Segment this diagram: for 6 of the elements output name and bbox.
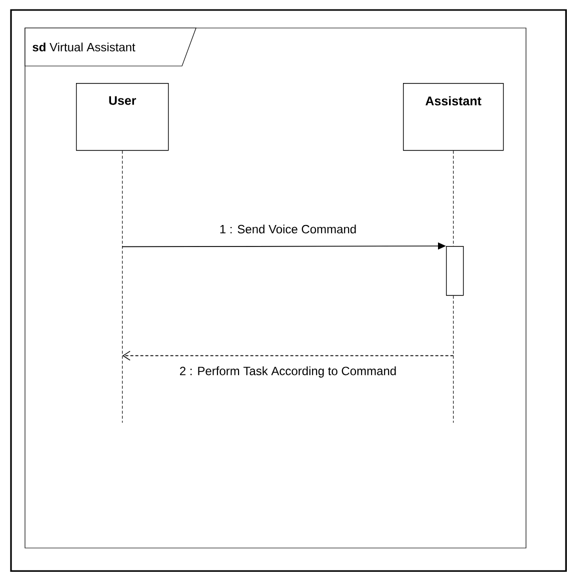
activation-bar [446, 246, 464, 296]
message-label: 1 : Send Voice Command [218, 224, 358, 234]
message-arrow [122, 350, 454, 361]
lifeline-box: User [76, 83, 169, 151]
message-label: 2 : Perform Task According to Command [178, 365, 398, 379]
lifeline-box: Assistant [403, 83, 504, 151]
